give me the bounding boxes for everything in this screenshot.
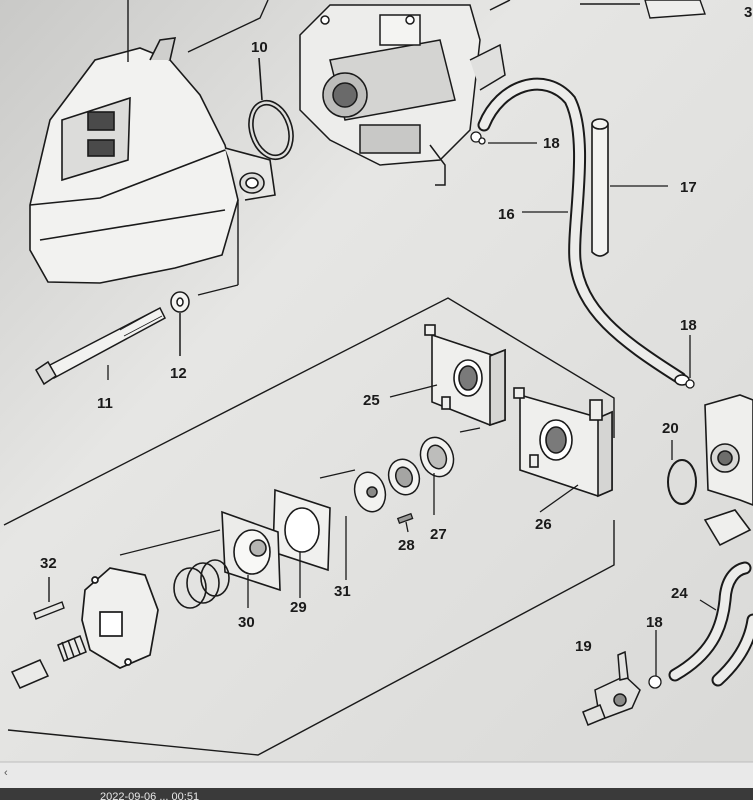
label-18-right: 18 [680,317,697,334]
clip-part-18-bottom [648,379,695,689]
pump-cover-part-26 [513,387,613,498]
label-11: 11 [97,395,113,412]
part-labels: 3 10 11 12 16 17 18 18 18 19 20 24 25 26… [40,4,752,655]
label-28: 28 [398,537,415,554]
spring-part [173,559,230,609]
washer-part-12 [170,291,190,356]
fuel-pump-group-outline [3,297,615,756]
label-27: 27 [430,526,447,543]
gasket-part-29 [272,488,331,572]
tube-part-17 [591,118,609,257]
carburetor [299,0,511,186]
valve-plate-part-31 [353,471,387,513]
label-30: 30 [238,614,255,631]
diaphragm-part-30 [221,510,281,592]
top-right-part [580,0,706,19]
label-16: 16 [498,206,515,223]
clip-part-18-top [470,131,486,145]
bolt-part-11 [35,306,166,386]
pump-housing [81,567,159,669]
label-17: 17 [680,179,697,196]
label-10: 10 [251,39,268,56]
label-32: 32 [40,555,57,572]
label-29: 29 [290,599,307,616]
intake-silencer [29,37,276,284]
plunger-spring [10,635,87,689]
fuel-hose-part-16-inner [479,79,685,383]
top-leaders [127,0,269,296]
leader-lines [107,142,717,676]
label-18-top: 18 [543,135,560,152]
hose-part-24-inner [670,563,753,685]
fitting-part-19 [582,650,641,726]
label-18-bottom: 18 [646,614,663,631]
label-12: 12 [170,365,187,382]
pin-part-28 [396,512,414,525]
pump-body-part-25 [424,324,506,427]
label-31: 31 [334,583,351,600]
label-3: 3 [744,4,752,21]
timestamp-text: 2022-09-06 ... 00:51 [100,791,199,800]
screen-bottom-bar: ‹ 2022-09-06 ... 00:51 [0,761,753,800]
label-24: 24 [671,585,688,602]
screw-part-32 [33,577,65,620]
diaphragm-part-27 [387,436,455,496]
gasket-part-10 [248,57,294,161]
label-26: 26 [535,516,552,533]
label-25: 25 [363,392,380,409]
scroll-left-arrow-icon[interactable]: ‹ [4,767,8,779]
label-19: 19 [575,638,592,655]
label-20: 20 [662,420,679,437]
right-side-assembly [667,374,753,547]
